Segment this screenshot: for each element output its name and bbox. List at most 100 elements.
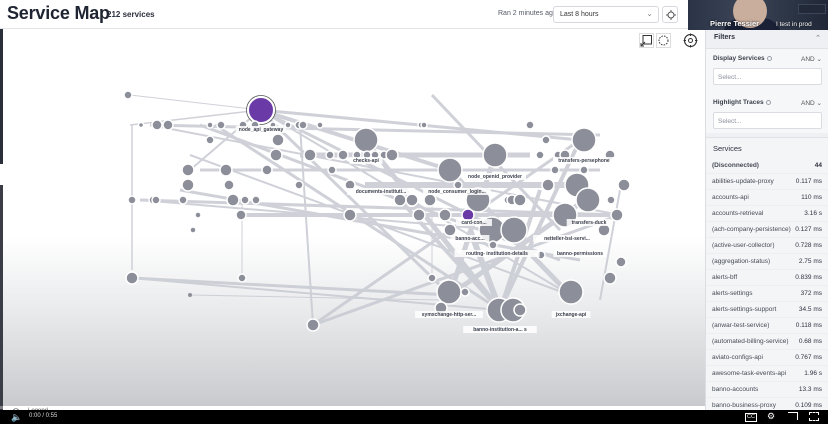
page-header: Service Map 212 services Ran 2 minutes a… (0, 0, 705, 29)
graph-node-label[interactable]: node_openid_provider (468, 174, 522, 180)
service-name: alerts-settings (712, 290, 753, 297)
volume-icon[interactable]: 🔈 (11, 412, 23, 422)
service-latency: 1.96 s (804, 370, 822, 377)
service-row[interactable]: (ach-company-persistence) 0.127 ms (706, 222, 828, 238)
fit-to-screen-button[interactable] (639, 33, 654, 48)
layout-button[interactable] (656, 33, 671, 48)
graph-node-label[interactable]: jxchange-api (555, 312, 587, 318)
graph-node-label[interactable]: card-con... (461, 220, 487, 226)
ran-status: Ran 2 minutes ago (498, 10, 557, 17)
service-latency: 0.127 ms (795, 226, 822, 233)
service-latency: 0.767 ms (795, 354, 822, 361)
cast-icon[interactable] (788, 412, 798, 420)
info-icon (765, 99, 771, 105)
service-name: (Disconnected) (712, 162, 759, 169)
graph-node-label[interactable]: netteller-bsl-servi... (544, 236, 590, 242)
graph-nodes (123, 90, 631, 332)
service-latency: 13.3 ms (798, 386, 822, 393)
presenter-face (733, 0, 767, 28)
video-time: 0:00 / 0:55 (29, 413, 58, 419)
graph-node-label[interactable]: banno-acc... (455, 236, 485, 242)
operator-value: AND (801, 100, 815, 107)
graph-label-bg (454, 250, 540, 257)
display-services-filter: Display Services AND ⌄ Select... (706, 48, 828, 89)
locate-icon (666, 10, 676, 20)
display-services-input[interactable]: Select... (713, 68, 822, 85)
time-range-select[interactable]: Last 8 hours ⌄ (553, 6, 659, 23)
locate-button[interactable] (662, 6, 678, 23)
captions-button[interactable]: CC (745, 413, 757, 422)
services-title: Services (713, 144, 742, 153)
service-name: abilities-update-proxy (712, 178, 774, 185)
service-latency: 34.5 ms (798, 306, 822, 313)
graph-node-label[interactable]: banno-institution-a... s (473, 327, 527, 333)
page-title: Service Map (7, 3, 110, 23)
filters-header[interactable]: Filters ⌃ (706, 30, 828, 48)
center-icon (683, 33, 698, 48)
service-name: accounts-api (712, 194, 749, 201)
info-icon (766, 55, 772, 61)
legend-toggle[interactable]: Legend (28, 408, 48, 410)
window-edge (0, 14, 3, 164)
graph-node-label[interactable]: node_api_gateway (239, 127, 284, 133)
graph-label-bg (553, 250, 607, 257)
graph-node-label[interactable]: routing- institution-details (466, 251, 528, 257)
display-services-operator[interactable]: AND ⌄ (801, 56, 822, 63)
graph-node-label[interactable]: transfers-persephone (558, 158, 610, 164)
highlight-traces-filter: Highlight Traces AND ⌄ Select... (706, 89, 828, 133)
graph-node-label[interactable]: transfers-duck (572, 220, 607, 226)
service-graph[interactable]: node_api_gateway checks-api transfers-pers… (0, 0, 705, 406)
service-row[interactable]: (active-user-collector)0.728 ms (706, 238, 828, 254)
time-range-value: Last 8 hours (560, 11, 599, 18)
presenter-webcam: Pierre Tessier I test in prod (688, 0, 828, 30)
presenter-name: Pierre Tessier (710, 19, 760, 28)
graph-label-bg (533, 235, 601, 242)
settings-gear-icon[interactable]: ⚙ (767, 411, 776, 421)
graph-label-bg (423, 188, 491, 195)
graph-node-label[interactable]: documents-instituti... (356, 189, 407, 195)
fullscreen-icon[interactable] (809, 412, 819, 421)
chevron-down-icon: ⌄ (646, 9, 653, 18)
service-row[interactable]: (anwar-test-service)0.118 ms (706, 318, 828, 334)
service-row[interactable]: (automated-billing-service)0.68 ms (706, 334, 828, 350)
service-row[interactable]: alerts-settings-support 34.5 ms (706, 302, 828, 318)
service-name: (ach-company-persistence) (712, 226, 791, 233)
graph-label-bg (349, 157, 383, 164)
highlight-traces-input[interactable]: Select... (713, 112, 822, 129)
fit-to-screen-icon (639, 33, 654, 48)
video-progress-bar[interactable] (0, 406, 620, 409)
video-control-bar: 🔈 0:00 / 0:55 CC ⚙ (0, 410, 828, 424)
display-services-label: Display Services (713, 55, 765, 62)
window-edge (0, 185, 3, 410)
graph-node-label[interactable]: node_consumer_login... (428, 189, 486, 195)
operator-value: AND (801, 56, 815, 63)
graph-node-label[interactable]: banno-permissions (557, 251, 603, 257)
service-name: alerts-settings-support (712, 306, 777, 313)
service-name: accounts-retrieval (712, 210, 764, 217)
service-latency: 0.118 ms (795, 322, 822, 329)
display-services-label-row: Display Services AND ⌄ (713, 55, 822, 65)
graph-label-bg (464, 173, 526, 180)
filters-sidebar: Filters ⌃ Display Services AND ⌄ Select.… (705, 30, 828, 410)
center-button[interactable] (683, 33, 698, 48)
highlight-traces-operator[interactable]: AND ⌄ (801, 100, 822, 107)
graph-label-bg (456, 219, 492, 226)
service-latency: 0.728 ms (795, 242, 822, 249)
service-row[interactable]: (Disconnected)44 (706, 158, 828, 174)
shirt-text: I test in prod (776, 21, 812, 28)
graph-node-label[interactable]: symxchange-http-ser... (422, 312, 477, 318)
graph-label-bg (415, 311, 483, 318)
layout-icon (656, 33, 671, 48)
service-row[interactable]: (aggregation-status)2.75 ms (706, 254, 828, 270)
graph-node-label[interactable]: checks-api (353, 158, 379, 164)
